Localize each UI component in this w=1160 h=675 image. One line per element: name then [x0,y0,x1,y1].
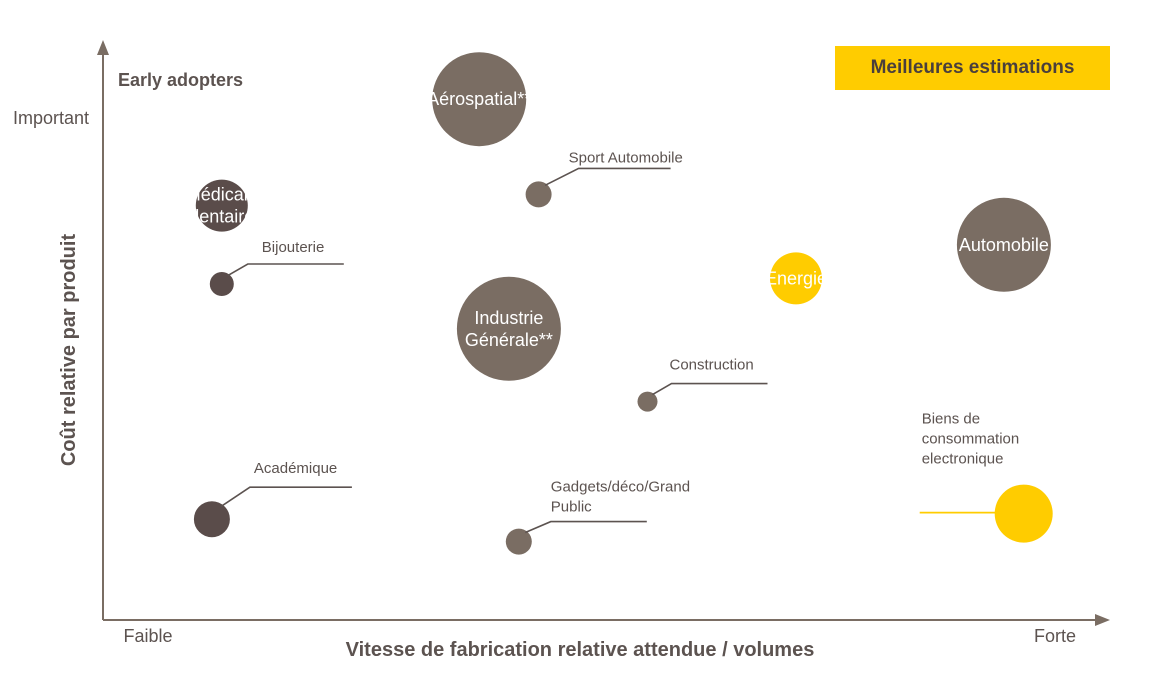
bubble-group: Médical /dentaire [186,179,258,232]
axes [97,40,1110,626]
callout-label: Académique [254,460,337,477]
callout-line [652,382,768,396]
bubble [994,484,1053,543]
callout-label: Biens de [922,411,980,428]
callout-line [227,263,344,277]
bubble-label: dentaire [189,207,254,227]
callout-label: Gadgets/déco/Grand [551,479,690,496]
callout-label: Bijouterie [262,239,325,256]
bubble-label: Industrie [474,308,543,328]
x-axis-high-label: Forte [1034,626,1076,646]
bubble-group: Construction [637,357,768,412]
bubbles-layer: Médical /dentaire Aérospatial** Sport Auto… [186,52,1053,555]
best-estimates-badge: Meilleures estimations [835,46,1110,90]
callout-label: Sport Automobile [569,149,683,166]
callout-line [524,520,647,534]
bubble-label: Energie [765,268,827,288]
bubble-group: Aérospatial** [427,52,531,147]
callout-label: Public [551,499,592,516]
callout-line [544,167,671,187]
bubble-label: Aérospatial** [427,89,531,109]
bubble [505,528,532,555]
bubble-group: Energie [765,252,827,305]
bubble-group: Biens de consommation electronique [919,411,1053,543]
bubble [432,52,527,147]
bubble [195,179,248,232]
bubble-group: Bijouterie [209,239,344,296]
bubble-group: Automobile [956,197,1051,292]
bubble-group: Sport Automobile [525,149,683,208]
x-axis-low-label: Faible [123,626,172,646]
y-axis-arrow [97,40,109,55]
bubble [770,252,822,305]
x-axis-arrow [1095,614,1110,626]
bubble [209,272,234,296]
bubble [456,276,561,381]
bubble-label: Générale** [465,330,553,350]
x-axis-title: Vitesse de fabrication relative attendue… [346,639,815,661]
bubble-group: Académique [193,460,352,538]
bubble [193,501,230,538]
bubble [637,391,658,412]
y-axis-top-label: Important [13,108,89,128]
callout-label: Construction [670,357,754,374]
callout-label: electronique [922,451,1004,468]
bubble-label: Automobile [959,235,1049,255]
bubble [525,181,552,208]
callout-label: consommation [922,431,1020,448]
bubble [956,197,1051,292]
y-axis-title: Coût relative par produit [58,234,80,467]
early-adopters-annotation: Early adopters [118,70,243,90]
bubble-label: Médical / [186,185,258,205]
callout-line [220,486,352,508]
